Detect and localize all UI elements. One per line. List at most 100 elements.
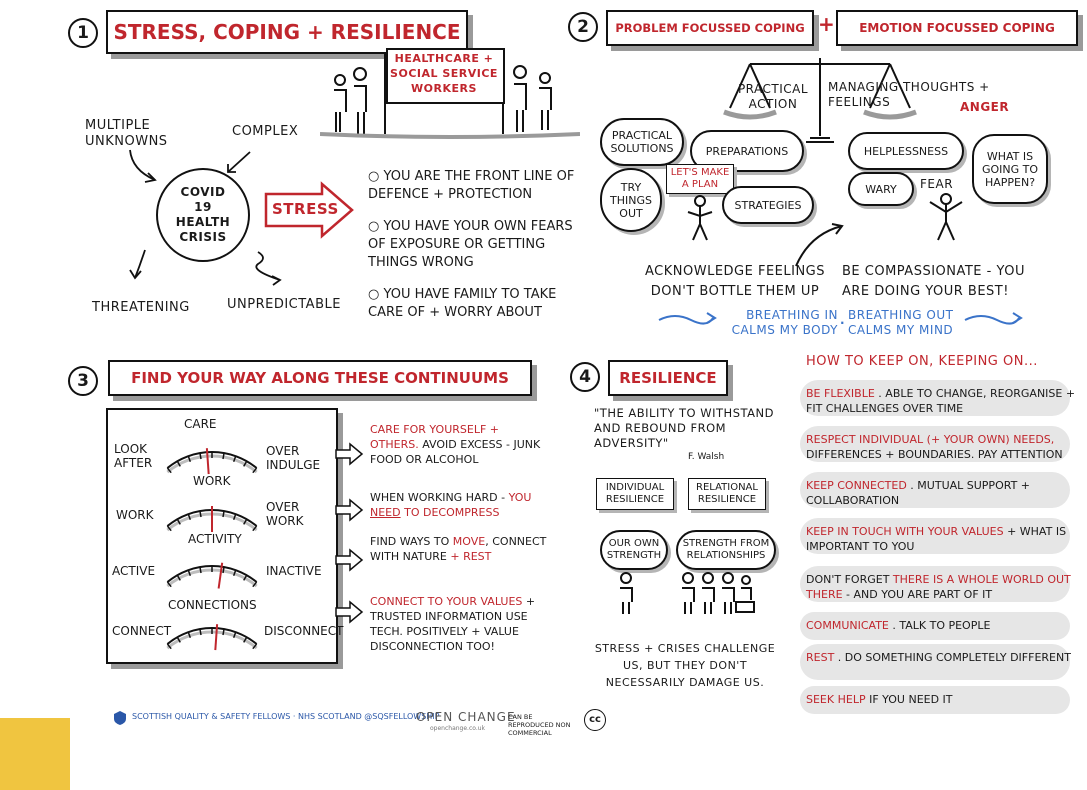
gauge-tick (187, 513, 192, 521)
continuum-arrows (335, 442, 364, 624)
keep-item-7-black: . Do something completely different (834, 651, 1071, 664)
gauge1-left: Look after (114, 442, 153, 470)
note2-red: You (508, 491, 532, 504)
section3-title: Find your way along these continuums (108, 360, 532, 396)
cloud-what-is-going: What is going to happen? (972, 134, 1048, 204)
gauge4-right: Disconnect (264, 624, 344, 638)
gauge4-top: Connections (168, 598, 257, 612)
cc-icon: cc (584, 709, 606, 731)
complex-label: Complex (232, 124, 299, 139)
section2-number: 2 (568, 12, 598, 42)
continuum-note-3: Find ways to move, connect with nature +… (370, 534, 550, 564)
keep-item-bg-2 (800, 426, 1070, 462)
gauge-tick (166, 581, 172, 588)
gauge-tick (176, 636, 181, 643)
stress-arrow (264, 181, 354, 239)
keep-item-3-red: Keep connected (806, 479, 907, 492)
gauge-tick (166, 525, 172, 532)
gauge-tick (243, 574, 248, 581)
gauge-tick (176, 518, 181, 525)
gauge-tick (232, 513, 237, 521)
continuum-note-2: When working hard - You need to decompre… (370, 490, 550, 520)
gauge2-left: Work (116, 508, 154, 522)
stress-crises-note: Stress + crises challenge us, but they d… (594, 642, 776, 689)
gauge-tick (243, 518, 248, 525)
resilience-figures (620, 572, 755, 614)
section2-plus: + (818, 12, 835, 36)
section4-title: Resilience (608, 360, 728, 396)
gauge-needle (214, 624, 219, 651)
keep-item-2-red: Respect individual (+ your own) needs, (806, 433, 1055, 446)
gauge-tick (199, 566, 202, 574)
keep-item-4: Keep in touch with your values + what is… (806, 524, 1086, 554)
gauge-tick (243, 636, 248, 643)
keep-item-7-red: Rest (806, 651, 835, 664)
keep-item-1-black: . Able to change, reorganise + fit chall… (806, 387, 1076, 415)
gauge2-top: Work (193, 474, 231, 488)
bullet-dot: ○ (368, 219, 384, 234)
cloud-practical-solutions: Practical Solutions (600, 118, 684, 166)
keep-item-bg-7 (800, 644, 1070, 680)
gauge-tick (243, 460, 248, 467)
breathing-arrows (658, 312, 1023, 325)
keep-item-5-black0: Don't forget (806, 573, 893, 586)
keep-item-bg-5 (800, 566, 1070, 602)
fear-label: Fear (920, 177, 954, 191)
healthcare-sign-text: Healthcare + Social Service Workers (390, 52, 498, 95)
gauge-tick (232, 569, 237, 577)
stress-label: Stress (272, 200, 339, 218)
gauge1-top: Care (184, 417, 217, 431)
gauge3-left: Active (112, 564, 156, 578)
cloud-try-things-out: Try things out (600, 168, 662, 232)
gauge-tick (176, 574, 181, 581)
openchange-sub: openchange.co.uk (430, 725, 486, 732)
healthcare-workers-illustration (320, 52, 580, 139)
plan-box: Let's make a plan (666, 164, 734, 194)
bullet-text-2: You have your own fears of exposure or g… (368, 219, 573, 270)
gauge-tick (166, 643, 172, 650)
note1-red: Care for yourself + others. (370, 423, 499, 451)
keep-item-4-red: Keep in touch with your values (806, 525, 1004, 538)
keep-item-2: Respect individual (+ your own) needs, d… (806, 432, 1086, 462)
resilience-quote: "The ability to withstand and rebound fr… (594, 406, 774, 450)
continuum-box (106, 408, 338, 664)
note3-red: move (452, 535, 486, 548)
section1-bullet-2: ○ You have your own fears of exposure or… (368, 218, 588, 272)
note1-black: Avoid excess - junk food or alcohol (370, 438, 541, 466)
balance-scale (723, 58, 917, 143)
continuum-gauges (166, 448, 258, 651)
keep-item-6-red: Communicate (806, 619, 889, 632)
covid-circle: Covid 19 Health Crisis (156, 168, 250, 262)
section1-title: Stress, Coping + Resilience (106, 10, 468, 54)
openchange-logo: OPEN CHANGE (416, 710, 516, 724)
breathing-out-text: Breathing out calms my mind (848, 308, 954, 337)
keep-item-5-black: - and you are part of it (842, 588, 993, 601)
cloud-strategies: Strategies (722, 186, 814, 224)
practical-action-label: Practical Action (737, 82, 809, 111)
multiple-unknowns-label: Multiple Unknowns (85, 118, 168, 149)
gauge-tick (232, 631, 237, 639)
worried-person-icon (929, 193, 963, 241)
gauge-tick (222, 566, 225, 574)
gauge-tick (176, 460, 181, 467)
cloud-own-strength: Our own strength (600, 530, 668, 570)
gauge-tick (252, 643, 258, 650)
anger-label: Anger (960, 100, 1010, 114)
section3-number: 3 (68, 366, 98, 396)
section2-title-left: Problem focussed coping (606, 10, 814, 46)
bullet-dot: ○ (368, 287, 384, 302)
keep-item-bg-3 (800, 472, 1070, 508)
keep-item-5-red: there is a whole world out there (806, 573, 1071, 601)
gauge-needle (217, 562, 224, 589)
unpredictable-label: Unpredictable (227, 297, 341, 312)
keep-on-title: How to keep on, keeping on... (806, 354, 1038, 369)
individual-resilience-box: Individual Resilience (596, 478, 674, 510)
keep-item-bg-1 (800, 380, 1070, 416)
keep-item-1: Be flexible . Able to change, reorganise… (806, 386, 1086, 416)
gauge-tick (199, 628, 202, 636)
cc-text: cc (589, 714, 601, 725)
breathing-separator: · (840, 316, 845, 330)
curved-arrow (795, 223, 844, 267)
keep-item-3-black: . Mutual support + collaboration (806, 479, 1030, 507)
keep-item-8: Seek help if you need it (806, 692, 1086, 707)
